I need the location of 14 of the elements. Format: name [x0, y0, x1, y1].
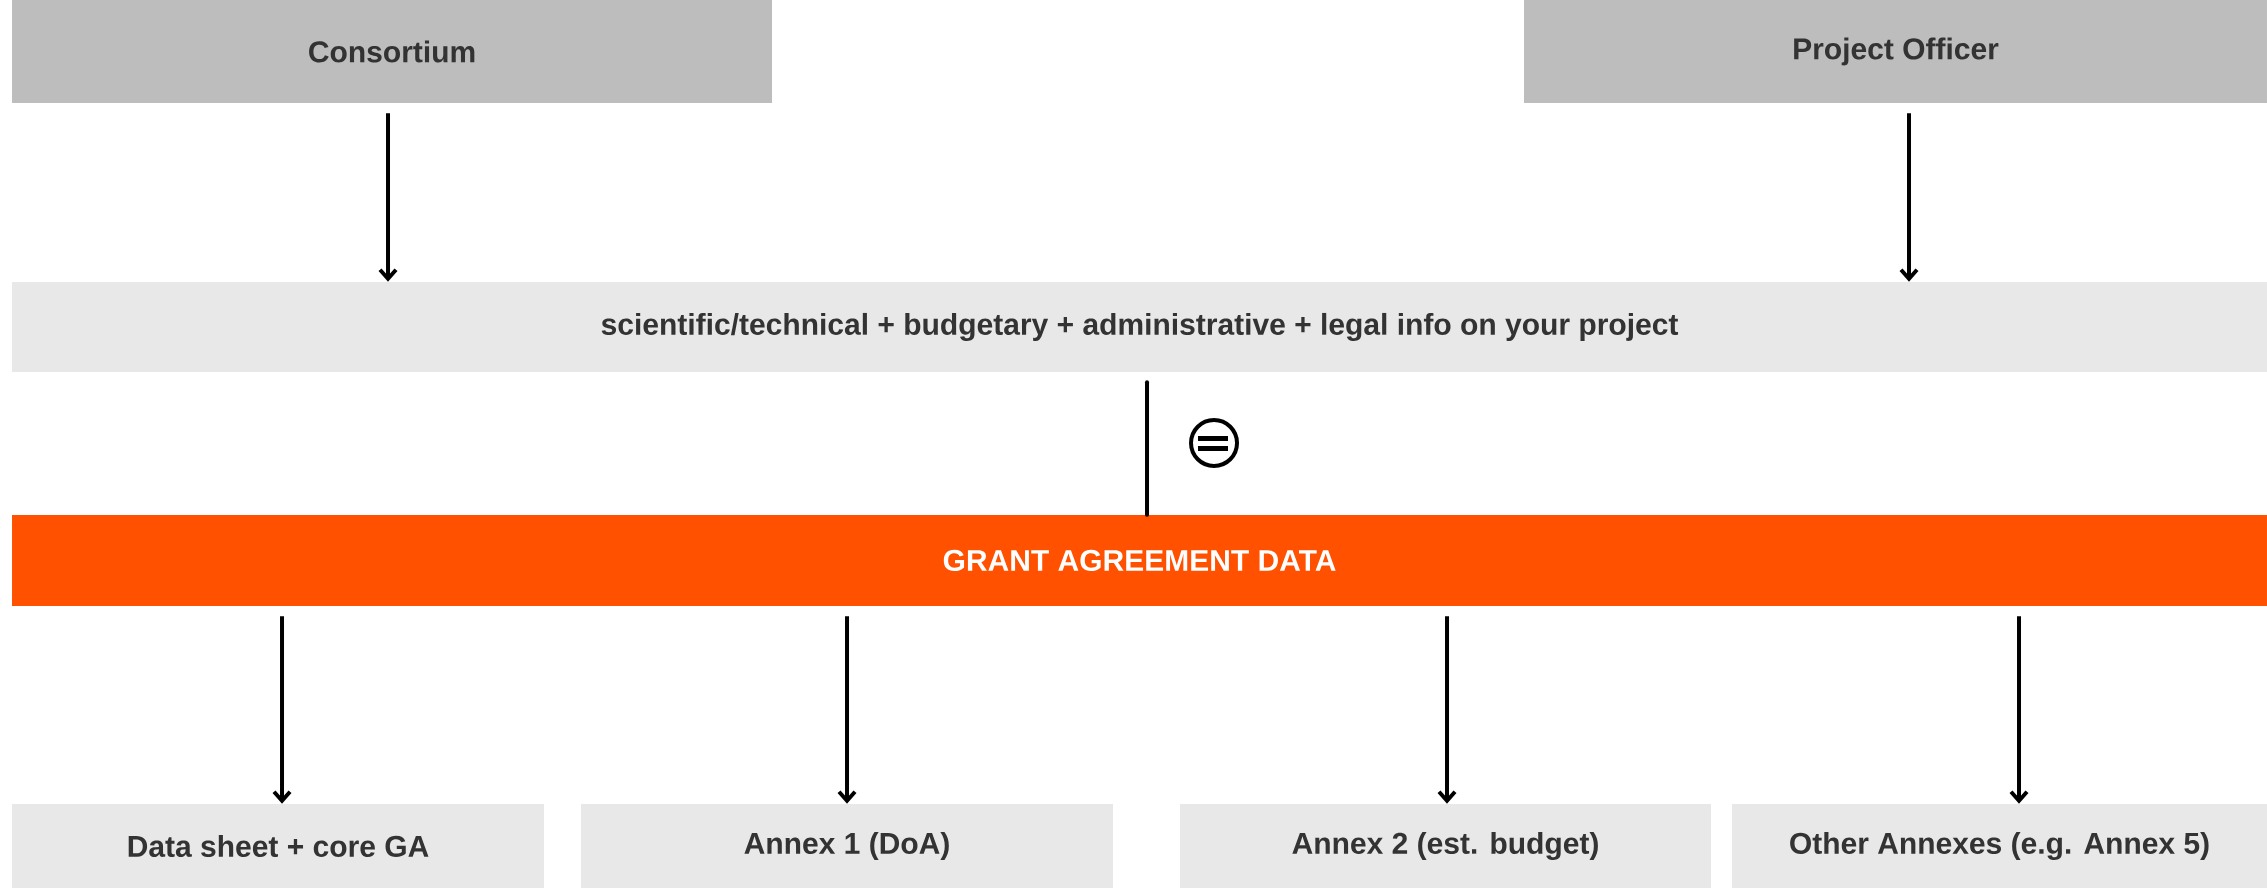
arrow	[837, 790, 857, 804]
arrow	[272, 790, 292, 804]
document-box: Other Annexes (e.g. Annex 5)	[1732, 804, 2267, 888]
info-bar: scientific/technical + budgetary + administrative + legal info on your project	[12, 282, 2267, 372]
document-box: Data sheet + core GA	[12, 804, 544, 888]
grant-agreement-bar: GRANT AGREEMENT DATA	[12, 515, 2267, 606]
arrow	[2009, 790, 2029, 804]
role-box: Consortium	[12, 0, 772, 103]
arrow	[1899, 268, 1919, 282]
document-box: Annex 2 (est. budget)	[1180, 804, 1711, 888]
arrow	[1437, 790, 1457, 804]
arrow	[378, 268, 398, 282]
document-box: Annex 1 (DoA)	[581, 804, 1113, 888]
role-box: Project Officer	[1524, 0, 2267, 103]
